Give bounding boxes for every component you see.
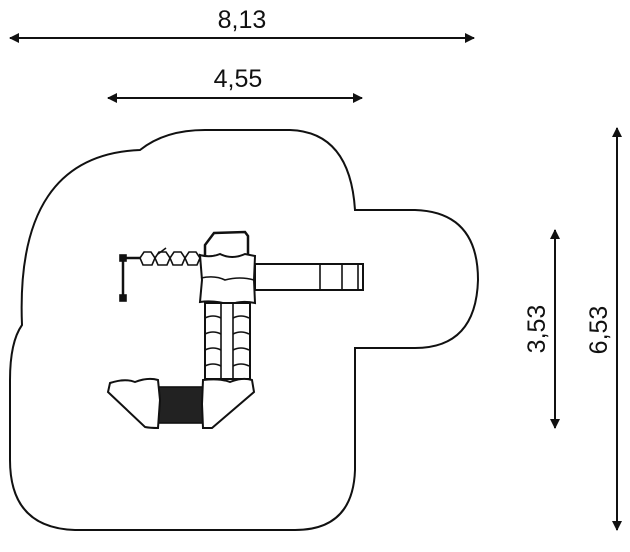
climbing-net bbox=[204, 302, 251, 380]
bottom-platform bbox=[200, 377, 256, 429]
safety-zone-outline bbox=[9, 129, 480, 531]
slide bbox=[254, 263, 364, 291]
inner-width-label: 4,55 bbox=[214, 65, 263, 93]
left-platform bbox=[106, 377, 162, 430]
monkey-bar bbox=[119, 247, 201, 302]
total-width-label: 8,13 bbox=[218, 6, 267, 34]
crawl-tunnel bbox=[157, 386, 205, 424]
total-depth-label: 6,53 bbox=[585, 306, 613, 355]
play-structure bbox=[106, 230, 364, 430]
inner-depth-label: 3,53 bbox=[523, 305, 551, 354]
